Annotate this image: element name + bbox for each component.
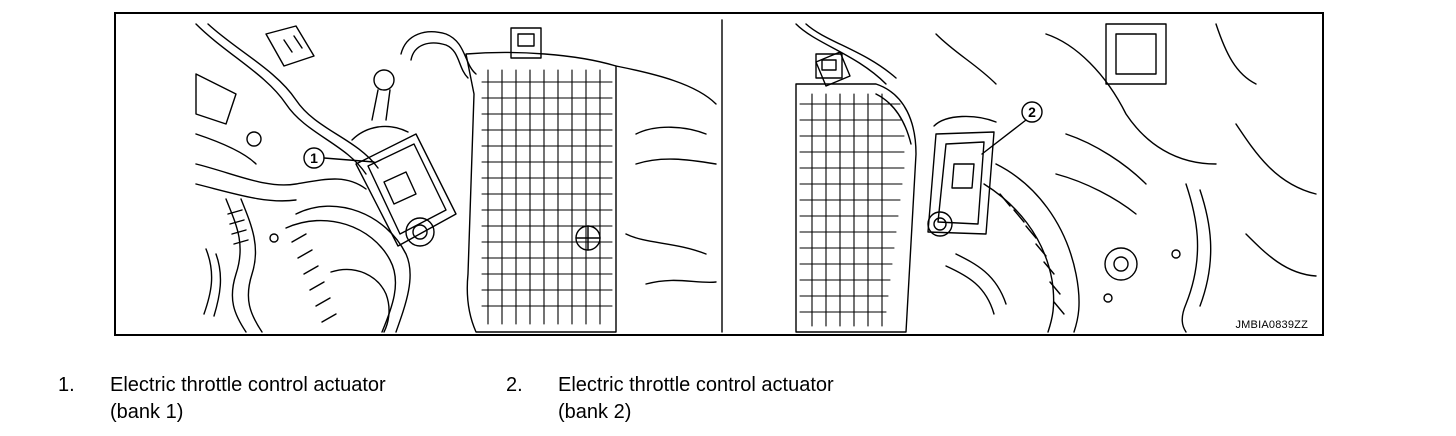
legend-line-2: (bank 1) xyxy=(110,401,184,423)
legend-number: 1. xyxy=(58,374,75,396)
callout-2-marker xyxy=(1021,101,1043,123)
legend-text: Electric throttle control actuator (bank… xyxy=(558,372,834,426)
throttle-body-bank1-drawing xyxy=(351,125,457,247)
callout-1-label: 1 xyxy=(310,150,318,166)
throttle-body-bank2-drawing xyxy=(927,115,997,237)
legend-line-1: Electric throttle control actuator xyxy=(558,374,834,396)
left-panel-drawing xyxy=(195,23,717,333)
legend-line-1: Electric throttle control actuator xyxy=(110,374,386,396)
callout-2-label: 2 xyxy=(1028,104,1036,120)
right-panel-drawing xyxy=(795,23,1317,333)
engine-illustration xyxy=(195,19,1317,333)
legend-line-2: (bank 2) xyxy=(558,401,632,423)
callout-2-leader xyxy=(981,119,1027,155)
figure-frame: 1 2 JMBIA0839ZZ xyxy=(114,12,1324,336)
callout-1-leader xyxy=(323,157,375,163)
legend-text: Electric throttle control actuator (bank… xyxy=(110,372,386,426)
legend-number: 2. xyxy=(506,374,523,396)
figure-code: JMBIA0839ZZ xyxy=(1235,319,1308,331)
